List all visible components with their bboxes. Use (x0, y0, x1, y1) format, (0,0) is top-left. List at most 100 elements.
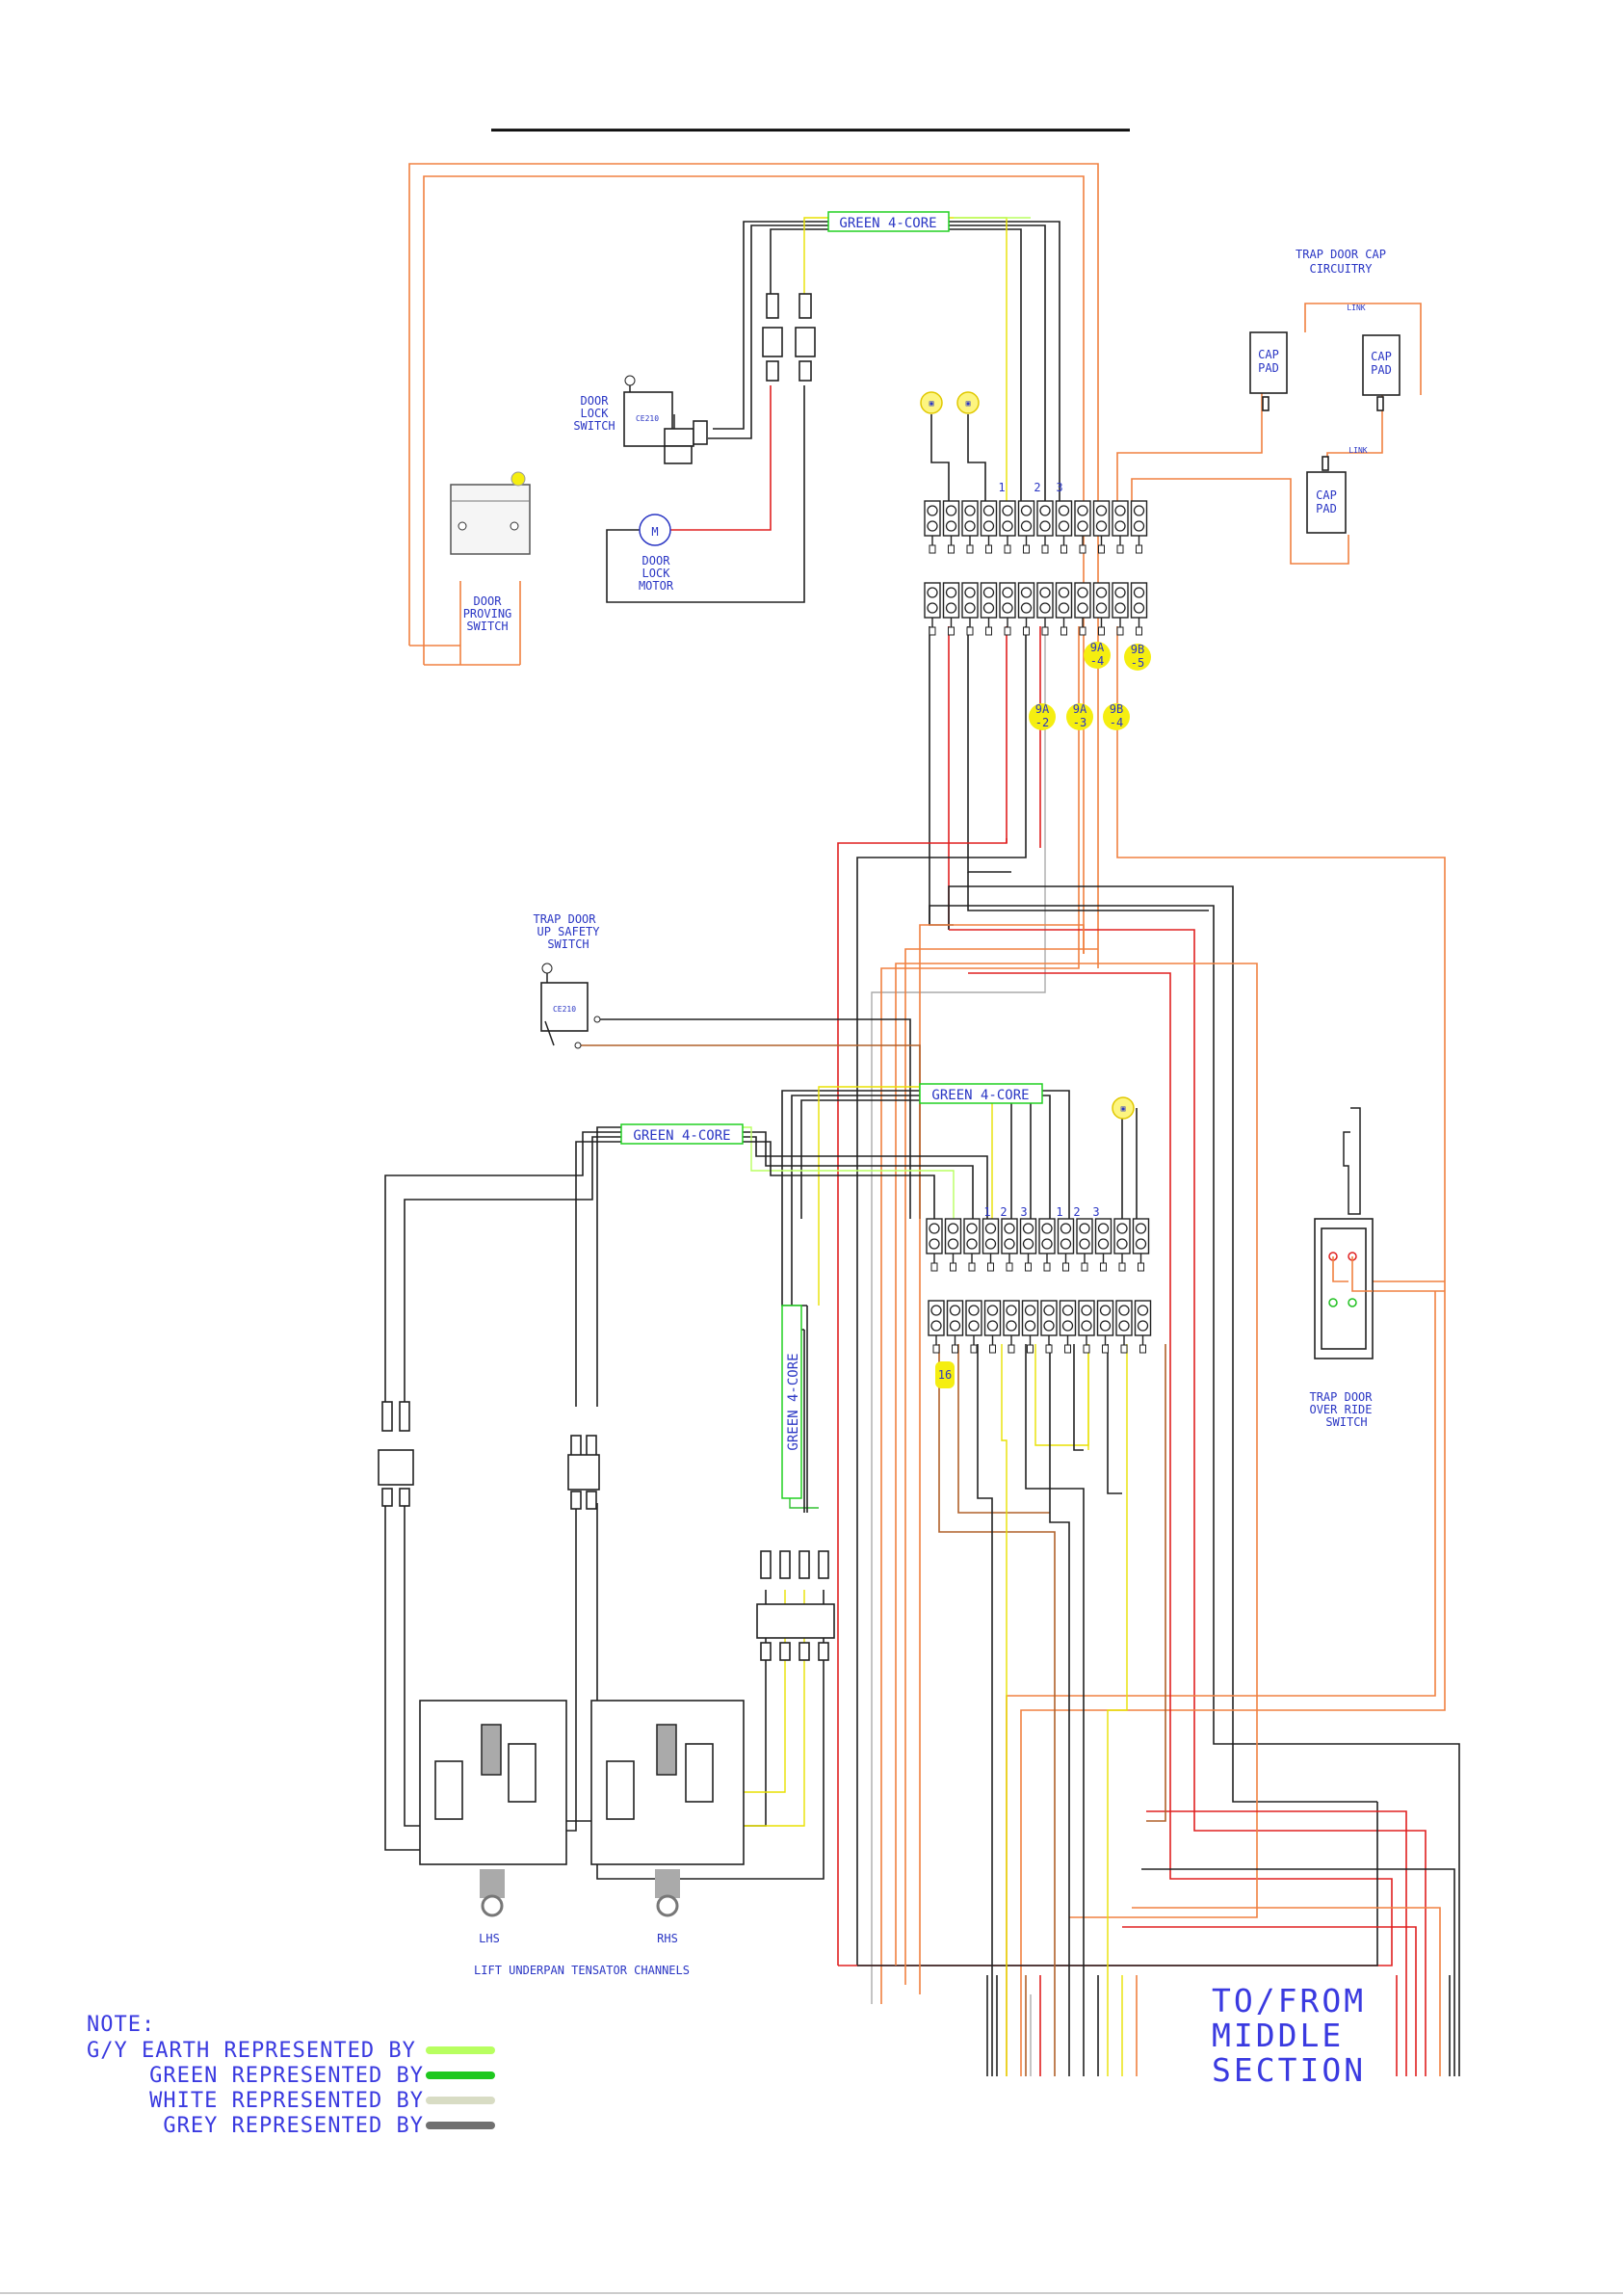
svg-text:CE210: CE210 (636, 414, 659, 423)
lamp-1: ▣ (920, 391, 943, 414)
terminal-block-upper-1 (924, 500, 1148, 554)
terminal-screw (1060, 1223, 1072, 1234)
cable-tag-1: GREEN 4-CORE (827, 211, 950, 232)
terminal-screw (1097, 1238, 1110, 1250)
terminal-screw (1137, 1305, 1149, 1316)
terminal-foot (1064, 1344, 1071, 1354)
terminal-block-lower-2 (928, 1300, 1152, 1354)
svg-text:PAD: PAD (1258, 361, 1279, 375)
tag-9a-2: 9A -2 (1029, 702, 1056, 730)
terminal-screw (1061, 1305, 1074, 1316)
cable-tag-label: GREEN 4-CORE (931, 1088, 1029, 1103)
terminal-foot (970, 1344, 978, 1354)
door-lock-motor: M DOOR LOCK MOTOR (639, 514, 674, 593)
terminal-screw (1114, 505, 1126, 516)
cable-tag-label: GREEN 4-CORE (839, 216, 936, 231)
terminal-screw (1099, 1305, 1112, 1316)
svg-text:9A: 9A (1090, 641, 1105, 654)
terminal-foot (948, 626, 955, 636)
terminal-foot (1008, 1344, 1015, 1354)
terminal-screw (1020, 505, 1033, 516)
terminal-screw (1077, 587, 1088, 598)
terminal-screw (930, 1305, 942, 1316)
terminal-screw (966, 1223, 978, 1234)
trap-door-up-safety-switch: TRAP DOOR UP SAFETY SWITCH CE210 (533, 912, 601, 1049)
terminal-screw (984, 1238, 997, 1250)
terminal-screw (1116, 1223, 1128, 1234)
terminal-screw (1133, 587, 1145, 598)
terminal-screw (1099, 1320, 1112, 1332)
terminal-screw (1133, 505, 1145, 516)
terminal-screw (1024, 1305, 1036, 1316)
svg-text:TRAP DOOR: TRAP DOOR (533, 912, 596, 926)
svg-text:PAD: PAD (1371, 363, 1392, 377)
svg-text:2: 2 (1034, 481, 1040, 494)
svg-text:CIRCUITRY: CIRCUITRY (1309, 262, 1373, 276)
door-lock-switch: CE210 (623, 375, 708, 464)
terminal-screw (984, 1223, 997, 1234)
terminal-foot (1060, 626, 1067, 636)
svg-text:TRAP DOOR CAP: TRAP DOOR CAP (1296, 248, 1386, 261)
svg-text:▣: ▣ (966, 399, 971, 408)
link-label: LINK (1348, 446, 1367, 455)
svg-text:3: 3 (1020, 1205, 1027, 1219)
legend-row-green: GREEN REPRESENTED BY (149, 2064, 495, 2088)
terminal-screw (1081, 1305, 1092, 1316)
svg-text:GREY REPRESENTED BY: GREY REPRESENTED BY (163, 2114, 424, 2138)
link-label: LINK (1347, 303, 1365, 312)
cable-tag-label: GREEN 4-CORE (633, 1128, 730, 1144)
terminal-screw (1039, 520, 1051, 532)
terminal-screw (930, 1320, 942, 1332)
terminal-screw (1097, 1223, 1110, 1234)
svg-text:9A: 9A (1035, 702, 1050, 716)
terminal-foot (1120, 1344, 1128, 1354)
terminal-foot (966, 626, 974, 636)
terminal-screw (1024, 1320, 1036, 1332)
svg-text:CAP: CAP (1258, 348, 1279, 361)
lamp-2: ▣ (956, 391, 980, 414)
svg-text:DOOR: DOOR (581, 394, 610, 408)
terminal-foot (952, 1344, 958, 1354)
svg-text:SECTION: SECTION (1212, 2051, 1366, 2089)
svg-text:DOOR: DOOR (642, 554, 671, 567)
cable-tag-2: GREEN 4-CORE (919, 1083, 1043, 1104)
terminal-screw (1022, 1238, 1034, 1250)
terminal-screw (1039, 505, 1051, 516)
terminal-screw (982, 587, 995, 598)
terminal-screw (947, 1223, 959, 1234)
terminal-screw (982, 505, 995, 516)
svg-text:DOOR: DOOR (474, 594, 503, 608)
terminal-screw (1095, 602, 1108, 614)
terminal-foot (1116, 544, 1124, 554)
terminal-screw (968, 1305, 980, 1316)
legend-row-grey: GREY REPRESENTED BY (163, 2114, 495, 2138)
upper-wiring (408, 163, 1460, 2076)
connector-pairs-tensator (378, 1401, 835, 1661)
terminal-screw (1041, 1223, 1053, 1234)
terminal-screw (1043, 1305, 1055, 1316)
tag-9b-5: 9B -5 (1124, 643, 1151, 671)
svg-text:▣: ▣ (929, 399, 934, 408)
tensator-rhs: RHS (590, 1700, 745, 1945)
terminal-screw (1133, 602, 1145, 614)
terminal-screw (945, 587, 957, 598)
terminal-screw (1077, 520, 1088, 532)
terminal-screw (927, 587, 938, 598)
terminal-foot (929, 626, 936, 636)
terminal-screw (1058, 587, 1070, 598)
terminal-screw (1006, 1320, 1017, 1332)
tag-16: 16 (935, 1361, 955, 1388)
cable-tag-label: GREEN 4-CORE (786, 1353, 801, 1450)
terminal-foot (948, 544, 955, 554)
svg-text:-5: -5 (1131, 656, 1144, 670)
trap-door-override-switch: TRAP DOOR OVER RIDE SWITCH (1309, 1107, 1374, 1429)
terminal-foot (1043, 1262, 1051, 1272)
terminal-foot (1027, 1344, 1034, 1354)
terminal-foot (1079, 626, 1086, 636)
svg-text:M: M (651, 525, 658, 539)
terminal-screw (1020, 587, 1033, 598)
terminal-foot (985, 626, 992, 636)
svg-text:1: 1 (998, 481, 1005, 494)
svg-text:9A: 9A (1073, 702, 1087, 716)
